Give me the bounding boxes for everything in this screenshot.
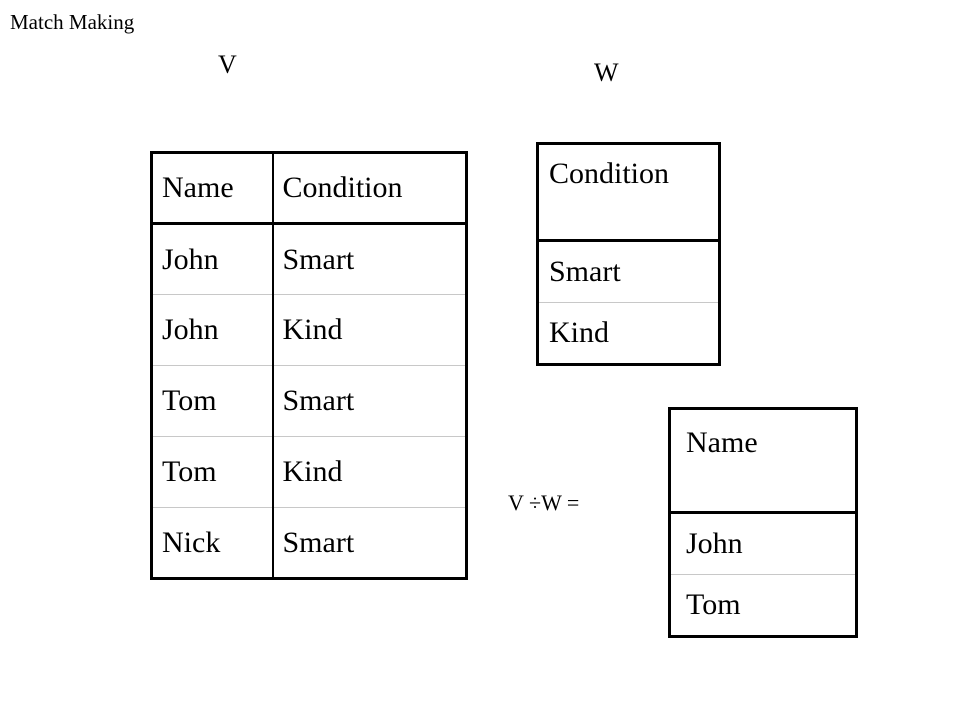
table-cell: John — [151, 223, 274, 295]
table-cell: Smart — [282, 242, 355, 276]
table-row: Smart — [538, 241, 720, 303]
table-row: John — [670, 513, 857, 575]
table-cell: Tom — [151, 365, 274, 437]
table-row: Tom — [669, 574, 857, 637]
relation-v-table: Name Condition John Smart John Kind Tom … — [150, 151, 468, 580]
table-cell: Smart — [549, 255, 621, 288]
table-cell: Nick — [151, 507, 274, 579]
relation-v-label: V — [218, 50, 237, 79]
column-header-name: Name — [669, 408, 857, 514]
table-cell: Kind — [272, 436, 467, 508]
table-row: Tom Smart — [151, 365, 467, 437]
table-header-row: Name — [669, 408, 857, 514]
relation-w-table: Condition Smart Kind — [536, 142, 721, 366]
slide-title: Match Making — [10, 10, 135, 34]
table-header-row: Name Condition — [151, 152, 467, 225]
division-result-table: Name John Tom — [668, 407, 858, 638]
table-row: John Smart — [151, 223, 467, 295]
table-cell: John — [151, 294, 274, 366]
table-row: Nick Smart — [151, 507, 467, 579]
table-cell: Kind — [272, 294, 467, 366]
table-cell: Tom — [669, 574, 857, 637]
table-cell: Smart — [272, 365, 467, 437]
relation-w-label: W — [594, 58, 619, 87]
table-cell: Smart — [272, 507, 467, 579]
table-row: Kind — [537, 302, 720, 365]
table-row: John Kind — [151, 294, 467, 366]
table-header-row: Condition — [537, 143, 720, 242]
column-header-condition: Condition — [537, 143, 720, 242]
column-header-condition: Condition — [272, 152, 467, 225]
table-cell: Tom — [151, 436, 274, 508]
table-cell: Kind — [537, 302, 720, 365]
division-equation-label: V ÷W = — [508, 490, 580, 515]
column-header-name: Name — [151, 152, 274, 225]
table-cell: John — [686, 527, 743, 560]
table-row: Tom Kind — [151, 436, 467, 508]
